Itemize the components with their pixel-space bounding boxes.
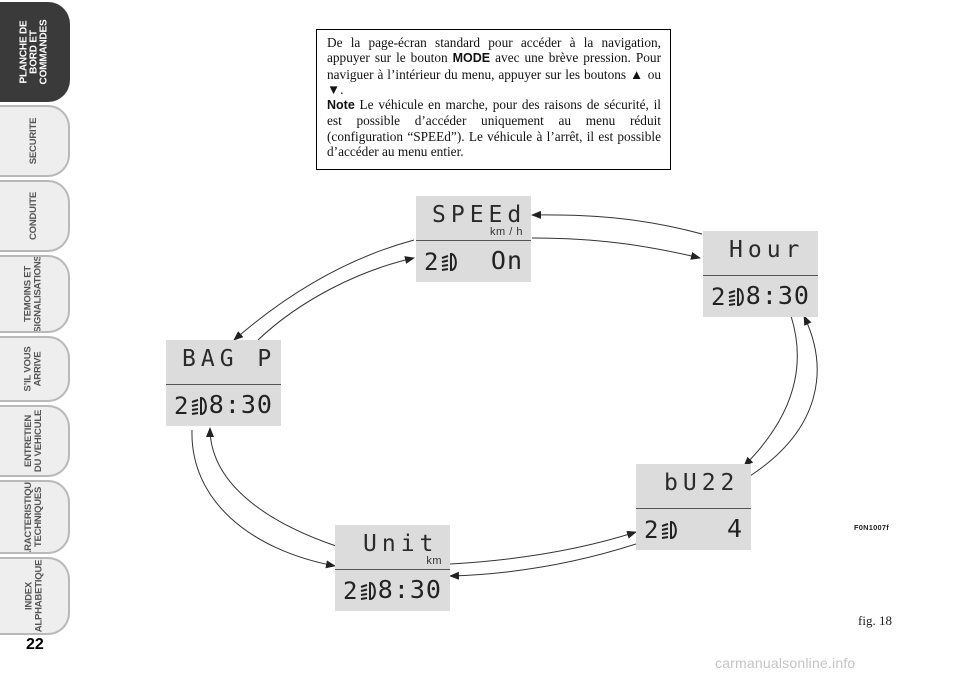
tab-entretien[interactable]: ENTRETIEN DU VEHICULE [0,405,70,477]
low-beam-icon [728,287,744,307]
arrow-hour-to-buzz [743,315,798,467]
arrow-hour-to-speed [531,210,703,235]
lcd-divider [636,508,751,510]
lcd-value: 8:30 [208,390,273,419]
low-beam-icon [441,252,457,272]
lcd-title: BAG P [182,346,277,372]
arrow-buzz-to-unit [449,543,637,580]
lcd-unit: Unit km 2 8:30 [335,525,450,611]
note-paragraph: Note Le véhicule en marche, pour des rai… [327,97,661,160]
lcd-title: bU22 [664,470,740,496]
tab-planche-de-bord[interactable]: PLANCHE DE BORD ET COMMANDES [0,2,70,102]
lcd-divider [166,384,281,386]
lcd-divider [703,275,818,277]
tab-conduite[interactable]: CONDUITE [0,180,70,252]
lcd-value: 8:30 [745,281,810,310]
page-number: 22 [26,636,44,653]
figure-code: F0N1007f [854,523,889,532]
gear-indicator: 2 [343,577,358,605]
figure-caption: fig. 18 [858,613,892,628]
watermark: carmanualsonline.info [715,655,856,671]
arrow-unit-to-buzz [449,530,637,565]
arrow-unit-to-bag [206,427,337,547]
lcd-value: 8:30 [377,575,442,604]
arrow-buzz-to-hour [749,315,818,477]
lcd-unit: km / h [490,226,523,238]
low-beam-icon [360,581,376,601]
lcd-title: SPEEd [432,202,527,228]
arrow-bag-to-speed [257,256,415,341]
section-tabs: PLANCHE DE BORD ET COMMANDES SECURITE CO… [0,0,72,640]
arrow-speed-to-hour [531,237,701,260]
tab-sil-vous-arrive[interactable]: S’IL VOUS ARRIVE [0,336,70,402]
low-beam-icon [191,396,207,416]
lcd-buzz: bU22 2 4 [636,464,751,550]
tab-caracteristiques[interactable]: CARACTERISTIQUES TECHNIQUES [0,480,70,554]
lcd-divider [416,240,531,242]
mode-keyword: MODE [452,51,491,66]
low-beam-icon [661,520,677,540]
lcd-bag: BAG P 2 8:30 [166,340,281,426]
tab-temoins[interactable]: TEMOINS ET SIGNALISATIONS [0,255,70,333]
gear-indicator: 2 [711,283,726,311]
arrow-bag-to-unit [191,429,336,569]
gear-indicator: 2 [424,248,439,276]
lcd-divider [335,569,450,571]
instruction-paragraph: De la page-écran standard pour accéder à… [327,35,662,97]
arrow-speed-to-bag [233,239,415,341]
lcd-value: 4 [726,514,743,543]
lcd-unit-label: km [426,555,442,567]
lcd-hour: Hour 2 8:30 [703,231,818,317]
tab-index[interactable]: INDEX ALPHABETIQUE [0,557,70,635]
lcd-title: Hour [729,237,805,263]
instruction-box: De la page-écran standard pour accéder à… [316,29,671,170]
note-label: Note [327,98,355,113]
tab-securite[interactable]: SECURITE [0,105,70,177]
lcd-speed: SPEEd km / h 2 On [416,196,531,282]
gear-indicator: 2 [644,516,659,544]
gear-indicator: 2 [174,392,189,420]
lcd-title: Unit [363,531,439,557]
lcd-value: On [490,246,523,275]
